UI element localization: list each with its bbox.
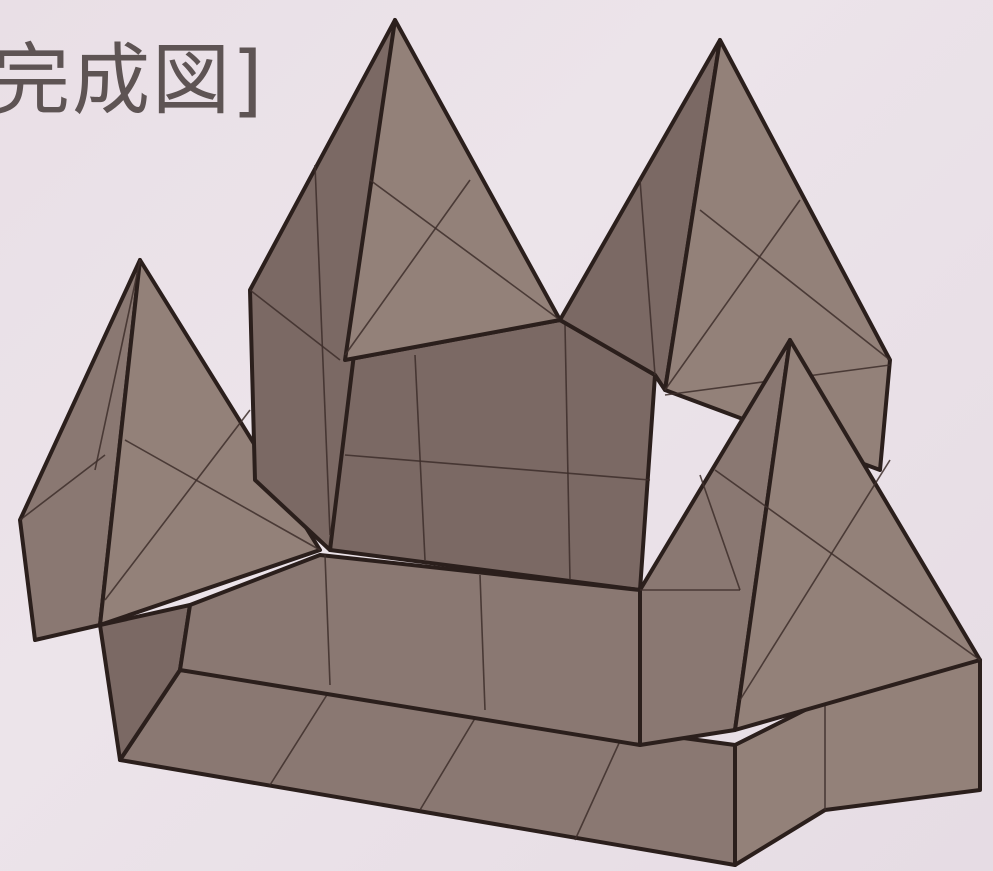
inner-back-wall [330, 320, 655, 590]
